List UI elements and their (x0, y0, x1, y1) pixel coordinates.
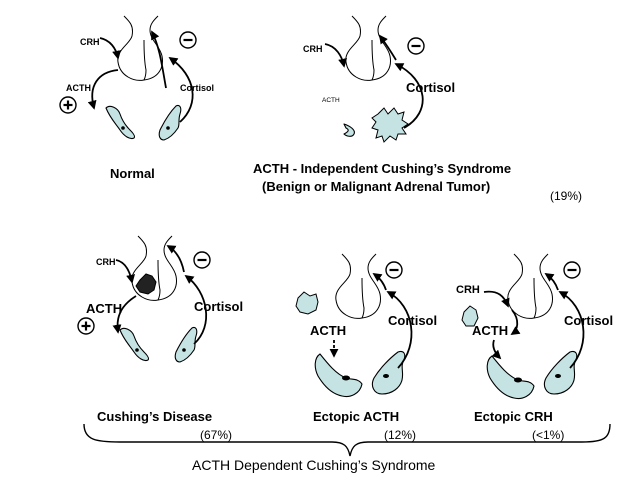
cortisol-label: Cortisol (180, 83, 214, 93)
hypothalamus-pituitary (117, 15, 163, 81)
cortisol-arrow (184, 274, 208, 345)
feedback-arrow (372, 273, 387, 291)
crh-arrow (99, 37, 121, 60)
adrenal-left (314, 353, 363, 398)
panel-ectopic-crh: CRH ACTH Cortisol Ectopic CRH (<1%) (456, 253, 613, 442)
cortisol-arrow (386, 291, 413, 369)
adrenal-right (158, 104, 182, 141)
cortisol-label: Cortisol (564, 313, 613, 328)
acth-arrow (87, 69, 119, 110)
cortisol-label: Cortisol (194, 299, 243, 314)
group-label: ACTH Dependent Cushing’s Syndrome (192, 457, 436, 473)
feedback-arrow (151, 30, 167, 89)
minus-sign-icon (406, 36, 426, 56)
adrenal-right (371, 350, 406, 395)
adrenal-left (105, 105, 136, 140)
percent-label: (<1%) (532, 428, 564, 442)
acth-link-arrow (510, 309, 521, 335)
plus-sign-icon (76, 316, 96, 336)
ectopic-tumor (295, 291, 319, 315)
hypothalamus-pituitary (507, 253, 553, 319)
adrenal-left (119, 327, 150, 362)
crh-arrow (324, 43, 347, 68)
crh-arrow (115, 259, 135, 284)
adrenal-right (543, 350, 578, 395)
panel-normal: CRH ACTH Cortisol Normal (58, 15, 214, 181)
minus-sign-icon (384, 260, 404, 280)
crh-arrow (483, 290, 510, 308)
adrenal-right (174, 326, 198, 363)
panel-cushings-disease: CRH ACTH Cortisol Cushing’s Disease (67%… (76, 235, 243, 442)
cortisol-arrow (558, 291, 585, 369)
minus-sign-icon (192, 250, 212, 270)
panel-acth-independent: CRH ACTH Cortisol ACTH - Independent Cus… (253, 15, 582, 203)
minus-sign-icon (562, 260, 582, 280)
crh-label: CRH (80, 37, 100, 47)
crh-label: CRH (303, 44, 323, 54)
cortisol-label: Cortisol (406, 80, 455, 95)
feedback-arrow (166, 245, 185, 273)
panel-title: Normal (110, 166, 155, 181)
panel-ectopic-acth: ACTH Cortisol Ectopic ACTH (12%) (295, 253, 437, 442)
crh-label: CRH (96, 257, 116, 267)
ectopic-tumor (461, 305, 479, 327)
panel-title-line2: (Benign or Malignant Adrenal Tumor) (262, 179, 490, 194)
feedback-arrow (544, 273, 559, 291)
minus-sign-icon (178, 30, 198, 50)
panel-title-line1: ACTH - Independent Cushing’s Syndrome (253, 161, 511, 176)
cortisol-arrow (394, 63, 424, 129)
plus-sign-icon (58, 95, 78, 115)
crh-label: CRH (456, 284, 480, 296)
percent-label: (67%) (200, 428, 232, 442)
panel-title: Ectopic ACTH (313, 409, 399, 424)
grouping-brace (83, 423, 611, 457)
adrenal-left (486, 355, 535, 400)
percent-label: (19%) (550, 189, 582, 203)
hypothalamus-pituitary (131, 235, 177, 301)
cortisol-arrow (168, 56, 194, 123)
adrenal-tumor (371, 107, 409, 143)
acth-label: ACTH (310, 323, 346, 338)
acth-arrow (491, 339, 502, 360)
hypothalamus-pituitary (335, 253, 381, 319)
panel-title: Cushing’s Disease (97, 409, 212, 424)
acth-label: ACTH (66, 83, 91, 93)
cortisol-label: Cortisol (388, 313, 437, 328)
panel-title: Ectopic CRH (474, 409, 553, 424)
acth-label: ACTH (322, 97, 340, 104)
percent-label: (12%) (384, 428, 416, 442)
acth-arrow (112, 295, 137, 334)
feedback-arrow (378, 34, 397, 61)
acth-label: ACTH (472, 323, 508, 338)
pituitary-adenoma (135, 273, 157, 295)
hypothalamus-pituitary (345, 15, 391, 81)
adrenal-left-atrophic (343, 123, 355, 137)
acth-label: ACTH (86, 301, 122, 316)
